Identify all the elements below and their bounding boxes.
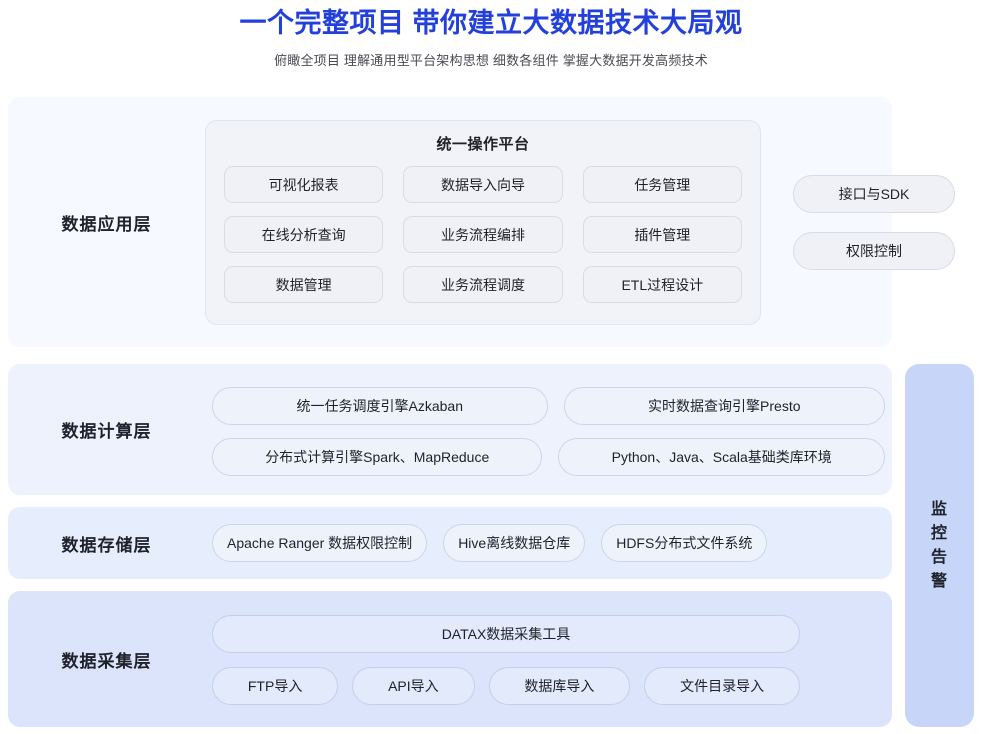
page-title: 一个完整项目 带你建立大数据技术大局观 bbox=[239, 8, 743, 38]
layer-body-storage: Apache Ranger 数据权限控制 Hive离线数据仓库 HDFS分布式文… bbox=[205, 507, 892, 579]
compute-row: 分布式计算引擎Spark、MapReduce Python、Java、Scala… bbox=[212, 438, 885, 476]
storage-item[interactable]: Hive离线数据仓库 bbox=[443, 524, 586, 562]
monitoring-alert-sidebar[interactable]: 监控 告警 bbox=[905, 364, 974, 727]
layer-label-collection: 数据采集层 bbox=[61, 651, 152, 671]
unified-platform-card: 统一操作平台 可视化报表 数据导入向导 任务管理 在线分析查询 业务流程编排 插… bbox=[205, 120, 761, 325]
layer-storage: 数据存储层 Apache Ranger 数据权限控制 Hive离线数据仓库 HD… bbox=[8, 507, 892, 579]
application-side-column: 接口与SDK 权限控制 bbox=[793, 175, 955, 270]
layer-application: 数据应用层 统一操作平台 可视化报表 数据导入向导 任务管理 在线分析查询 业务… bbox=[8, 97, 955, 347]
compute-rows: 统一任务调度引擎Azkaban 实时数据查询引擎Presto 分布式计算引擎Sp… bbox=[212, 387, 886, 476]
collection-item[interactable]: 数据库导入 bbox=[488, 667, 631, 705]
unified-platform-title: 统一操作平台 bbox=[436, 136, 530, 153]
layer-body-application: 统一操作平台 可视化报表 数据导入向导 任务管理 在线分析查询 业务流程编排 插… bbox=[205, 97, 955, 347]
diagram-body: 数据应用层 统一操作平台 可视化报表 数据导入向导 任务管理 在线分析查询 业务… bbox=[8, 97, 974, 727]
collection-item[interactable]: 文件目录导入 bbox=[644, 667, 801, 705]
collection-groups: DATAX数据采集工具 FTP导入 API导入 数据库导入 文件目录导入 bbox=[212, 615, 801, 705]
monitoring-label-line2: 告警 bbox=[930, 548, 948, 590]
side-item-permission-control[interactable]: 权限控制 bbox=[793, 232, 955, 270]
layer-label-storage: 数据存储层 bbox=[61, 535, 152, 555]
platform-item[interactable]: ETL过程设计 bbox=[582, 266, 742, 303]
compute-item[interactable]: 实时数据查询引擎Presto bbox=[563, 387, 886, 425]
platform-item[interactable]: 业务流程调度 bbox=[403, 266, 563, 303]
layer-body-collection: DATAX数据采集工具 FTP导入 API导入 数据库导入 文件目录导入 bbox=[205, 591, 892, 727]
layer-label-compute: 数据计算层 bbox=[61, 422, 152, 441]
side-item-api-sdk[interactable]: 接口与SDK bbox=[793, 175, 955, 213]
platform-item[interactable]: 数据导入向导 bbox=[403, 166, 563, 203]
collection-item[interactable]: API导入 bbox=[352, 667, 475, 705]
layer-compute: 数据计算层 统一任务调度引擎Azkaban 实时数据查询引擎Presto 分布式… bbox=[8, 364, 892, 495]
monitoring-alert-label: 监控 告警 bbox=[924, 498, 956, 594]
storage-item[interactable]: Apache Ranger 数据权限控制 bbox=[212, 524, 428, 562]
collection-primary-row: DATAX数据采集工具 bbox=[212, 615, 800, 653]
platform-item[interactable]: 可视化报表 bbox=[224, 166, 384, 203]
compute-item[interactable]: 统一任务调度引擎Azkaban bbox=[212, 387, 548, 425]
layer-collection: 数据采集层 DATAX数据采集工具 FTP导入 API导入 数据库导入 文件目录… bbox=[8, 591, 892, 727]
platform-item[interactable]: 业务流程编排 bbox=[403, 216, 563, 253]
platform-item[interactable]: 插件管理 bbox=[582, 216, 742, 253]
platform-item[interactable]: 任务管理 bbox=[582, 166, 742, 203]
storage-item[interactable]: HDFS分布式文件系统 bbox=[601, 524, 768, 562]
collection-primary-tool[interactable]: DATAX数据采集工具 bbox=[212, 615, 800, 653]
platform-item[interactable]: 数据管理 bbox=[224, 266, 384, 303]
layer-label-application: 数据应用层 bbox=[61, 214, 152, 234]
platform-item[interactable]: 在线分析查询 bbox=[224, 216, 384, 253]
collection-sources-row: FTP导入 API导入 数据库导入 文件目录导入 bbox=[212, 667, 801, 705]
collection-item[interactable]: FTP导入 bbox=[212, 667, 339, 705]
page-header: 一个完整项目 带你建立大数据技术大局观 俯瞰全项目 理解通用型平台架构思想 细数… bbox=[0, 0, 982, 69]
page-subtitle: 俯瞰全项目 理解通用型平台架构思想 细数各组件 掌握大数据开发高频技术 bbox=[274, 53, 708, 68]
monitoring-label-line1: 监控 bbox=[930, 500, 948, 542]
layer-body-compute: 统一任务调度引擎Azkaban 实时数据查询引擎Presto 分布式计算引擎Sp… bbox=[205, 364, 892, 495]
compute-item[interactable]: Python、Java、Scala基础类库环境 bbox=[558, 438, 885, 476]
unified-platform-grid: 可视化报表 数据导入向导 任务管理 在线分析查询 业务流程编排 插件管理 数据管… bbox=[224, 166, 742, 303]
compute-item[interactable]: 分布式计算引擎Spark、MapReduce bbox=[212, 438, 543, 476]
storage-items: Apache Ranger 数据权限控制 Hive离线数据仓库 HDFS分布式文… bbox=[212, 524, 768, 562]
compute-row: 统一任务调度引擎Azkaban 实时数据查询引擎Presto bbox=[212, 387, 886, 425]
layer-stack: 数据应用层 统一操作平台 可视化报表 数据导入向导 任务管理 在线分析查询 业务… bbox=[8, 97, 955, 727]
